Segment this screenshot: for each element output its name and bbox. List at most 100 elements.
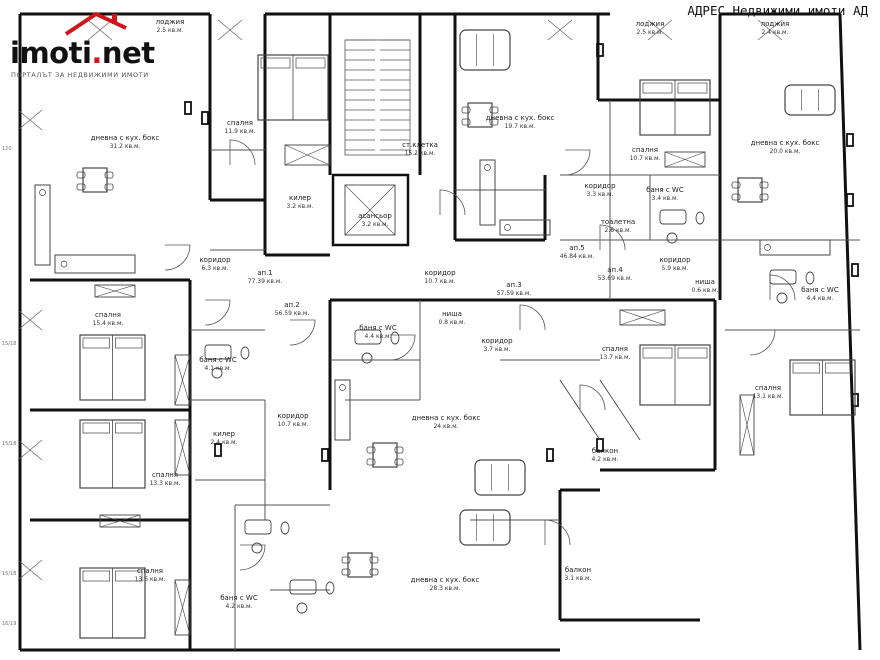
room-label-spalnia-6: спалня [152, 471, 178, 479]
room-label-koridor-1: коридор [584, 182, 616, 190]
chair [369, 556, 379, 564]
pillow [677, 347, 708, 359]
room-area-nisha: 0.6 кв.м. [692, 287, 719, 294]
chair [759, 181, 769, 189]
walls [18, 12, 862, 652]
wardrobe [174, 354, 191, 406]
logo-tagline: ПОРТАЛЪТ ЗА НЕДВИЖИМИ ИМОТИ [11, 71, 149, 79]
room-label-kiler-1: килер [289, 194, 312, 202]
sink [484, 164, 491, 171]
room-area-bania-1: 3.4 кв.м. [652, 195, 679, 202]
chair [489, 118, 499, 126]
pillow [260, 57, 291, 69]
room-area-wc: 2.6 кв.м. [605, 227, 632, 234]
sink [60, 260, 68, 268]
room-label-nisha: ниша [695, 278, 715, 286]
pillow [642, 347, 673, 359]
pillow [82, 337, 110, 349]
room-area-lodzhia-3: 2.4 кв.м. [762, 29, 789, 36]
wardrobe-cross [284, 144, 331, 166]
staircase-outline [344, 39, 411, 156]
door-swing [204, 299, 231, 326]
wardrobe [174, 419, 191, 476]
toilet [805, 271, 815, 285]
elevator-cross [344, 184, 396, 236]
chair [76, 183, 86, 191]
chair [461, 106, 471, 114]
column [596, 43, 604, 57]
room-label-dnevna-3: дневна с кух. бокс [751, 139, 820, 147]
room-area-spalnia-4: 13.7 кв.м. [600, 354, 631, 361]
pillow [82, 422, 110, 434]
room-label-nisha-2: ниша [442, 310, 462, 318]
dimension-label: 15/18 [2, 441, 16, 447]
pillow [115, 422, 143, 434]
room-area-koridor-6: 10.7 кв.м. [278, 421, 309, 428]
kitchen-counter [34, 184, 51, 266]
room-label-dnevna-1: дневна с кух. бокс [91, 134, 160, 142]
kitchen-counter [334, 379, 351, 441]
room-area-ap2: 56.59 кв.м. [275, 310, 310, 317]
room-label-koridor-2: коридор [659, 256, 691, 264]
room-area-lodzhia-1: 2.5 кв.м. [157, 27, 184, 34]
chair [489, 106, 499, 114]
door-swing [239, 544, 266, 571]
wardrobe [99, 514, 141, 528]
room-label-bania-2: баня с WC [801, 286, 839, 294]
pillow [82, 570, 110, 582]
chair [76, 171, 86, 179]
wardrobe-cross [739, 394, 755, 456]
partitions [17, 19, 860, 650]
wardrobe [174, 579, 191, 636]
dimension-label: 120 [2, 146, 12, 152]
pillow [825, 362, 853, 374]
bathtub [769, 269, 797, 285]
sofa [474, 459, 526, 496]
room-area-koridor-4: 10.7 кв.м. [425, 278, 456, 285]
bathtub [354, 329, 382, 345]
room-area-bania-5: 4.2 кв.м. [226, 603, 253, 610]
chair [394, 446, 404, 454]
room-label-lodzhia-1: лоджия [156, 18, 185, 26]
room-area-dnevna-3: 20.0 кв.м. [770, 148, 801, 155]
room-area-spalnia-2: 10.7 кв.м. [630, 155, 661, 162]
logo: imoti.net ПОРТАЛЪТ ЗА НЕДВИЖИМИ ИМОТИ [8, 8, 178, 83]
dimension-label: 15/18 [2, 341, 16, 347]
room-label-bania-1: баня с WC [646, 186, 684, 194]
wardrobe-cross [174, 419, 191, 476]
pillow [295, 57, 326, 69]
room-area-st-kletka: 15.2 кв.м. [405, 150, 436, 157]
wardrobe-cross [174, 579, 191, 636]
room-label-dnevna-5: дневна с кух. бокс [411, 576, 480, 584]
room-label-ap2: ап.2 [284, 301, 300, 309]
room-label-dnevna-2: дневна с кух. бокс [486, 114, 555, 122]
toilet [695, 211, 705, 225]
pillow [115, 337, 143, 349]
room-label-wc: тоалетна [601, 218, 635, 226]
room-area-nisha-2: 0.8 кв.м. [439, 319, 466, 326]
partition [599, 379, 641, 441]
toilet [280, 521, 290, 535]
room-area-kiler-2: 2.4 кв.м. [211, 439, 238, 446]
room-area-dnevna-5: 28.3 кв.м. [430, 585, 461, 592]
wardrobe [739, 394, 755, 456]
room-area-balkon-1: 4.2 кв.м. [592, 456, 619, 463]
sofa [784, 84, 836, 116]
room-area-dnevna-1: 31.2 кв.м. [110, 143, 141, 150]
room-area-dnevna-4: 24 кв.м. [433, 423, 458, 430]
room-label-spalnia-1: спалня [227, 119, 253, 127]
dining-table [737, 177, 763, 203]
room-area-bania-2: 4.4 кв.м. [807, 295, 834, 302]
sofa [459, 29, 511, 71]
room-label-spalnia-5: спалня [755, 384, 781, 392]
room-label-spalnia-7: спалня [137, 567, 163, 575]
chair [104, 183, 114, 191]
fixtures [34, 29, 856, 639]
room-area-ap5: 46.84 кв.м. [560, 253, 595, 260]
column [846, 133, 854, 147]
washbasin [211, 367, 223, 379]
room-label-st-kletka: ст.клетка [402, 141, 438, 149]
wardrobe-cross [99, 514, 141, 528]
room-label-bania-5: баня с WC [220, 594, 258, 602]
